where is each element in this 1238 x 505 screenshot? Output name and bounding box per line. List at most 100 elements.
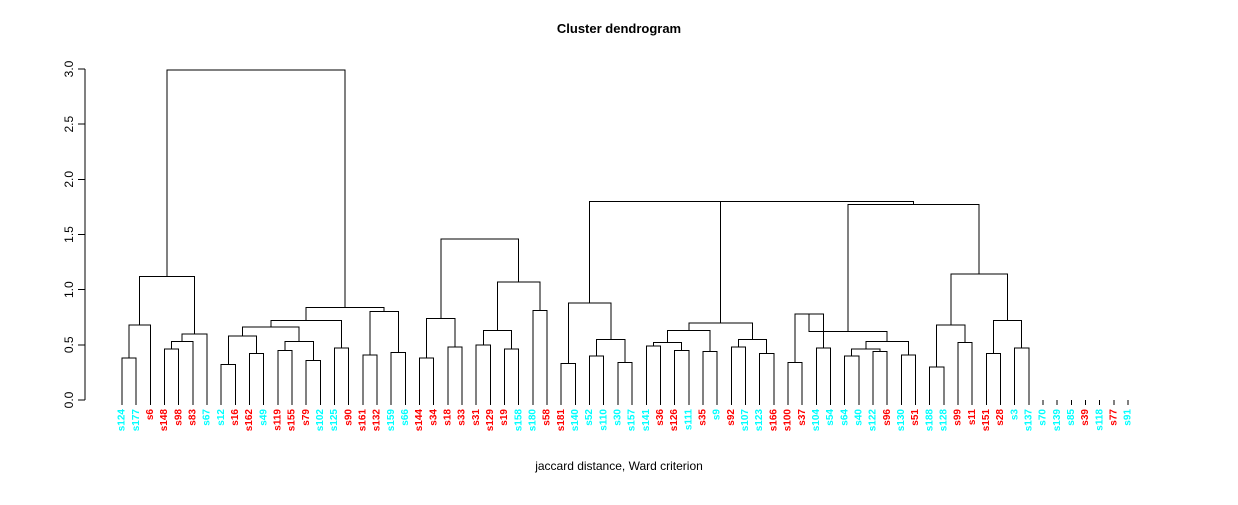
leaf-label: s188 <box>924 409 935 432</box>
leaf-label: s52 <box>584 409 595 426</box>
dendrogram-branch <box>759 353 775 400</box>
leaf-label: s110 <box>598 409 609 431</box>
leaf-label: s129 <box>485 409 496 432</box>
page-title: Cluster dendrogram <box>557 21 681 36</box>
dendrogram-branch <box>787 361 803 400</box>
dendrogram-branch <box>227 335 258 365</box>
dendrogram-branch <box>589 355 605 400</box>
dendrogram-branch <box>139 275 196 334</box>
y-axis-tick-label: 3.0 <box>62 60 76 77</box>
dendrogram-branch <box>929 366 945 400</box>
leaf-label: s35 <box>698 409 709 426</box>
dendrogram-branch <box>390 352 406 400</box>
leaf-label: s85 <box>1066 409 1077 426</box>
dendrogram-branch <box>496 281 541 331</box>
leaf-label: s155 <box>287 409 298 432</box>
leaf-label: s51 <box>910 409 921 426</box>
y-axis-tick-label: 0.5 <box>62 336 76 353</box>
leaf-label: s159 <box>386 409 397 432</box>
dendrogram-branch <box>181 333 208 400</box>
leaf-label: s157 <box>627 409 638 432</box>
dendrogram-branch <box>419 357 435 400</box>
dendrogram-branch <box>617 361 633 400</box>
dendrogram-branch <box>985 353 1001 400</box>
dendrogram-branch <box>482 329 513 350</box>
leaf-label: s119 <box>272 409 283 431</box>
leaf-label: s126 <box>669 409 680 432</box>
dendrogram-branch <box>475 344 491 400</box>
leaf-label: s99 <box>953 409 964 426</box>
dendrogram-branch <box>847 204 980 332</box>
dendrogram-branch <box>992 320 1023 354</box>
dendrogram-branch <box>851 348 881 356</box>
dendrogram-branch <box>121 357 137 400</box>
dendrogram-branch <box>655 200 915 205</box>
leaf-label: s39 <box>1080 409 1091 426</box>
dendrogram-branch <box>284 341 314 361</box>
y-axis: 0.00.51.01.52.02.53.0 <box>62 60 86 408</box>
leaf-label: s9 <box>712 409 723 421</box>
dendrogram-branch <box>305 306 385 321</box>
leaf-label: s6 <box>145 409 156 421</box>
leaf-label: s166 <box>768 409 779 432</box>
dendrogram-branch <box>688 322 754 340</box>
dendrogram-branch <box>596 338 626 363</box>
leaf-label: s104 <box>811 409 822 432</box>
dendrogram-branch <box>950 273 1009 325</box>
leaf-label: s91 <box>1123 409 1134 426</box>
leaf-label: s77 <box>1108 409 1119 426</box>
y-axis-tick-label: 1.0 <box>62 281 76 298</box>
leaf-label: s90 <box>343 409 354 426</box>
leaf-label: s181 <box>556 409 567 432</box>
dendrogram-branch <box>426 317 456 359</box>
dendrogram-branch <box>900 354 916 400</box>
leaf-label: s130 <box>896 409 907 432</box>
dendrogram-branch <box>362 354 378 400</box>
dendrogram-branch <box>674 349 690 400</box>
leaf-label: s180 <box>528 409 539 432</box>
leaf-label: s161 <box>358 409 369 432</box>
leaf-label: s177 <box>131 409 142 432</box>
dendrogram-branch <box>164 348 180 400</box>
dendrogram-branch <box>249 353 265 400</box>
leaf-label: s148 <box>159 409 170 432</box>
y-axis-tick-label: 2.0 <box>62 171 76 188</box>
dendrogram-branch <box>872 350 888 400</box>
leaf-label: s28 <box>995 409 1006 426</box>
leaf-label: s123 <box>754 409 765 432</box>
leaf-label: s11 <box>967 409 978 426</box>
dendrogram-branch <box>730 346 746 400</box>
leaf-label: s139 <box>1052 409 1063 432</box>
leaf-label: s124 <box>117 409 128 432</box>
y-axis-tick-label: 0.0 <box>62 391 76 408</box>
dendrogram-branch <box>567 302 612 364</box>
dendrogram-branch <box>667 329 711 352</box>
dendrogram-branch <box>305 359 321 400</box>
leaf-label: s36 <box>655 409 666 426</box>
dendrogram-branch <box>440 238 520 319</box>
leaf-label: s118 <box>1094 409 1105 431</box>
dendrogram-branch <box>277 349 293 400</box>
leaf-label: s30 <box>613 409 624 426</box>
dendrogram-branch <box>447 346 463 400</box>
leaf-label: s31 <box>471 409 482 426</box>
leaf-label: s12 <box>216 409 227 426</box>
leaf-label: s98 <box>173 409 184 426</box>
dendrogram-branch <box>532 310 548 400</box>
leaf-label: s107 <box>740 409 751 432</box>
leaf-label: s37 <box>797 409 808 426</box>
leaf-label: s144 <box>414 409 425 432</box>
leaf-label: s102 <box>315 409 326 432</box>
leaf-label: s67 <box>202 409 213 426</box>
leaf-label: s132 <box>372 409 383 432</box>
leaf-label: s66 <box>400 409 411 426</box>
leaf-label: s100 <box>783 409 794 432</box>
leaf-label: s40 <box>853 409 864 426</box>
leaf-label: s34 <box>428 409 439 426</box>
leaf-label: s16 <box>230 409 241 426</box>
leaf-label: s19 <box>499 409 510 426</box>
leaf-label: s64 <box>839 409 850 426</box>
x-axis-label: jaccard distance, Ward criterion <box>534 459 703 473</box>
leaf-label: s49 <box>258 409 269 426</box>
